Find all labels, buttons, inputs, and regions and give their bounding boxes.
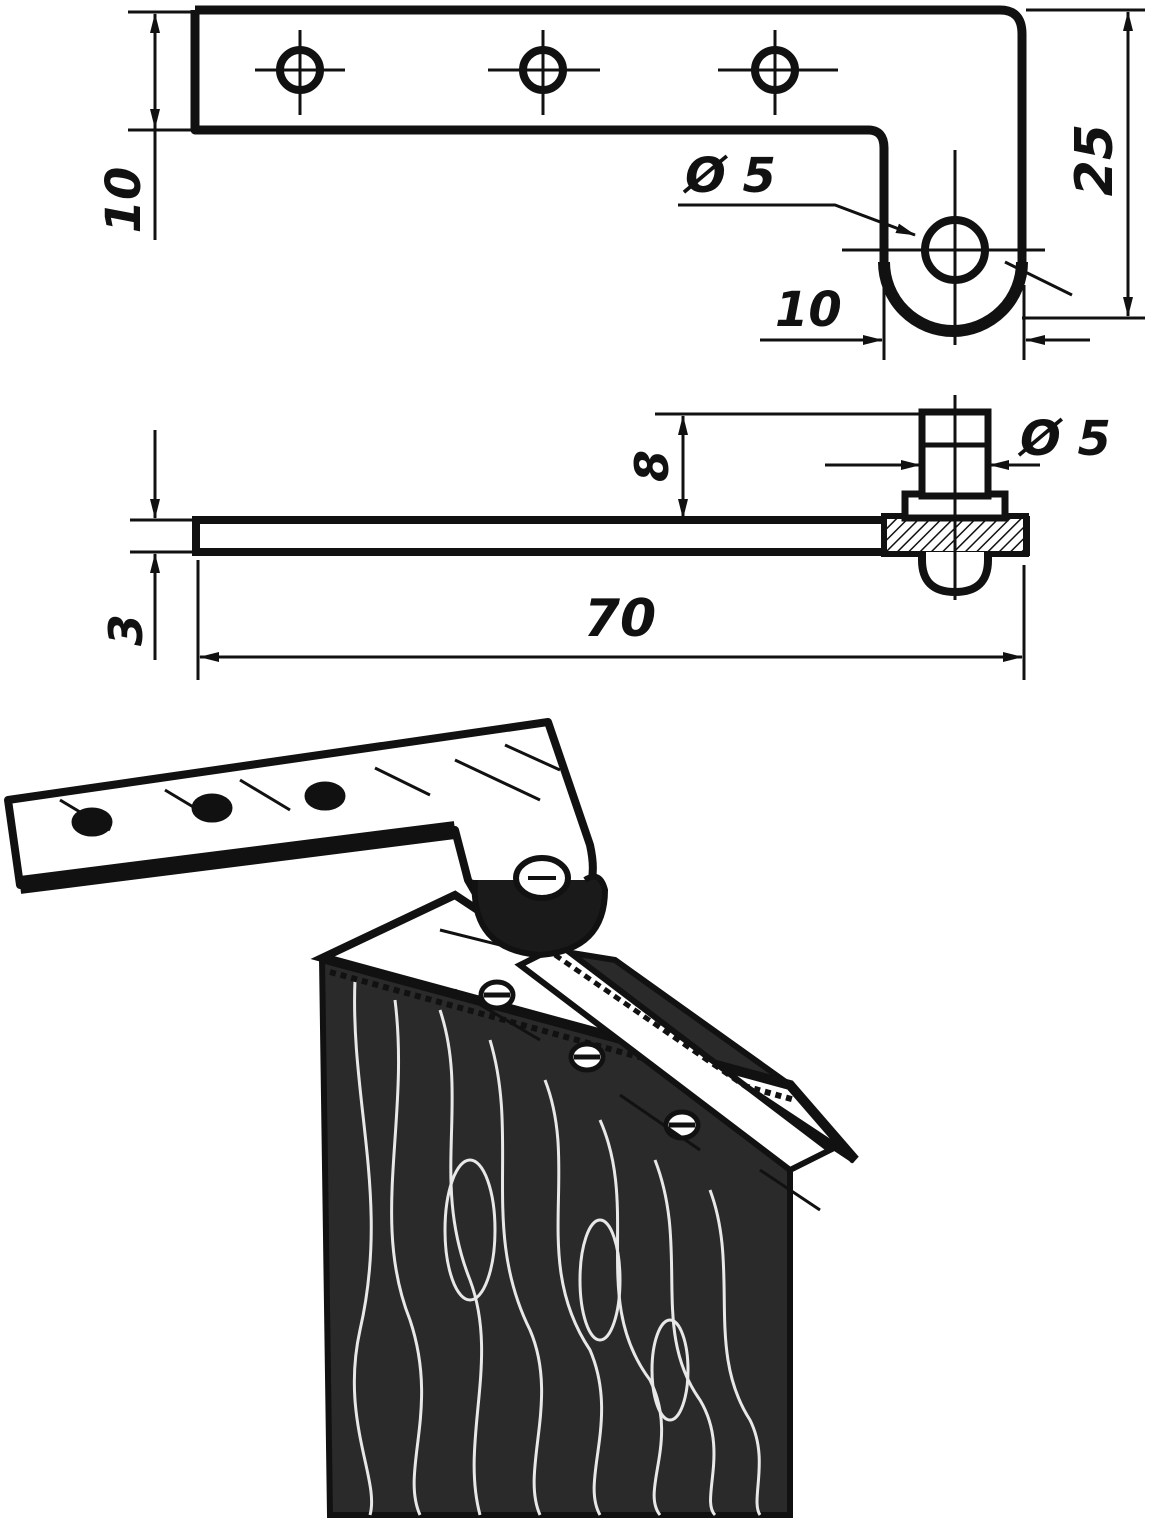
perspective-illustration xyxy=(4,718,859,1518)
dim-side-thickness-label: 3 xyxy=(99,614,153,646)
knuckle-barrel xyxy=(471,873,609,959)
wood-grain xyxy=(352,979,762,1517)
plan-centerlines xyxy=(255,30,1073,345)
dim-side-pin-height-label: 8 xyxy=(625,450,679,482)
plan-view xyxy=(190,5,1028,337)
side-view xyxy=(192,395,1030,600)
dim-side-length-label: 70 xyxy=(584,589,656,649)
plan-knuckle xyxy=(878,261,1028,337)
dim-side-pin-diameter-label: Ø 5 xyxy=(1017,411,1111,467)
dim-plan-height-left-label: 10 xyxy=(96,167,152,234)
dim-plan-hole-diameter-label: Ø 5 xyxy=(682,148,776,204)
dim-plan-knuckle-width-label: 10 xyxy=(775,282,842,338)
dim-plan-height-right-label: 25 xyxy=(1065,124,1125,196)
plan-plate-outline xyxy=(190,5,1027,262)
dim-plan-height-left xyxy=(128,10,192,240)
upper-plate-holes xyxy=(71,781,346,837)
dim-plan-height-right xyxy=(1022,8,1145,320)
dim-side-length xyxy=(196,560,1026,680)
dim-plan-knuckle-width xyxy=(760,285,1090,360)
dim-side-thickness xyxy=(130,430,192,660)
dim-side-pin-height xyxy=(655,412,920,519)
